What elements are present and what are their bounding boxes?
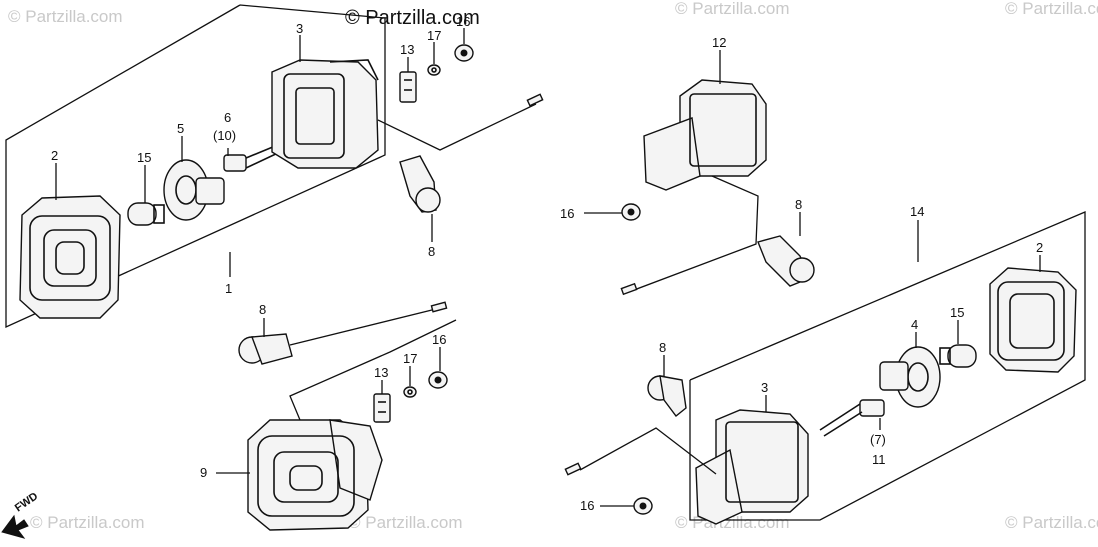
winker-part-9: [247, 419, 383, 531]
callout-8: 8: [795, 197, 802, 212]
assembly-rear-right-winker: [564, 211, 1086, 525]
callout-15: 15: [950, 305, 964, 320]
callout-5: 5: [177, 121, 184, 136]
watermark: © Partzilla.com: [30, 513, 145, 532]
callout-16: 16: [432, 332, 446, 347]
housing-part-12: [643, 79, 767, 191]
callout-8: 8: [659, 340, 666, 355]
callout-17: 17: [403, 351, 417, 366]
callout-13: 13: [374, 365, 388, 380]
bulb-part-15: [127, 202, 165, 226]
callout-10: (10): [213, 128, 236, 143]
callout-3: 3: [296, 21, 303, 36]
assembly-front-left-winker: [5, 4, 544, 329]
callout-13: 13: [400, 42, 414, 57]
connector-part-8: [647, 375, 687, 417]
callout-16: 16: [560, 206, 574, 221]
callout-16: 16: [456, 14, 470, 29]
fwd-label: FWD: [13, 490, 40, 514]
housing-part-3: [271, 59, 379, 169]
assembly-rear-right-winker-housing: [584, 50, 815, 296]
callout-7: (7): [870, 432, 886, 447]
callout-17: 17: [427, 28, 441, 43]
nut-part-16: [454, 44, 474, 62]
callout-1: 1: [225, 281, 232, 296]
screw-part-6: [223, 143, 281, 172]
callout-14: 14: [910, 204, 924, 219]
washer-part-17: [403, 386, 417, 398]
connector-part-8: [399, 155, 441, 213]
washer-part-17: [427, 64, 441, 76]
connector-part-8: [238, 333, 293, 365]
callout-8: 8: [259, 302, 266, 317]
bulb-part-15: [939, 344, 977, 368]
screw-part-11: [819, 399, 885, 437]
callout-8: 8: [428, 244, 435, 259]
clip-part-13: [373, 393, 391, 423]
callout-15: 15: [137, 150, 151, 165]
callout-6: 6: [224, 110, 231, 125]
callout-9: 9: [200, 465, 207, 480]
nut-part-16: [633, 497, 653, 515]
watermark: © Partzilla.com: [675, 0, 790, 18]
socket-part-4: [879, 346, 941, 408]
housing-part-3: [695, 409, 809, 525]
callout-11: 11: [872, 452, 886, 467]
watermark: © Partzilla.com: [1005, 0, 1098, 18]
callout-12: 12: [712, 35, 726, 50]
watermark: © Partzilla.com: [348, 513, 463, 532]
watermark: © Partzilla.com: [8, 7, 123, 26]
connector-part-8: [757, 235, 815, 287]
clip-part-13: [399, 71, 417, 103]
socket-part-5: [163, 159, 225, 221]
callout-4: 4: [911, 317, 918, 332]
assembly-front-right-winker: [216, 301, 457, 531]
callout-2: 2: [1036, 240, 1043, 255]
nut-part-16: [621, 203, 641, 221]
lens-part-2: [19, 195, 121, 319]
lens-part-2: [989, 267, 1077, 373]
callout-16: 16: [580, 498, 594, 513]
partzilla-watermark-top: © Partzilla.com: [345, 7, 480, 29]
callout-3: 3: [761, 380, 768, 395]
nut-part-16: [428, 371, 448, 389]
watermark: © Partzilla.com: [1005, 513, 1098, 532]
callout-2: 2: [51, 148, 58, 163]
